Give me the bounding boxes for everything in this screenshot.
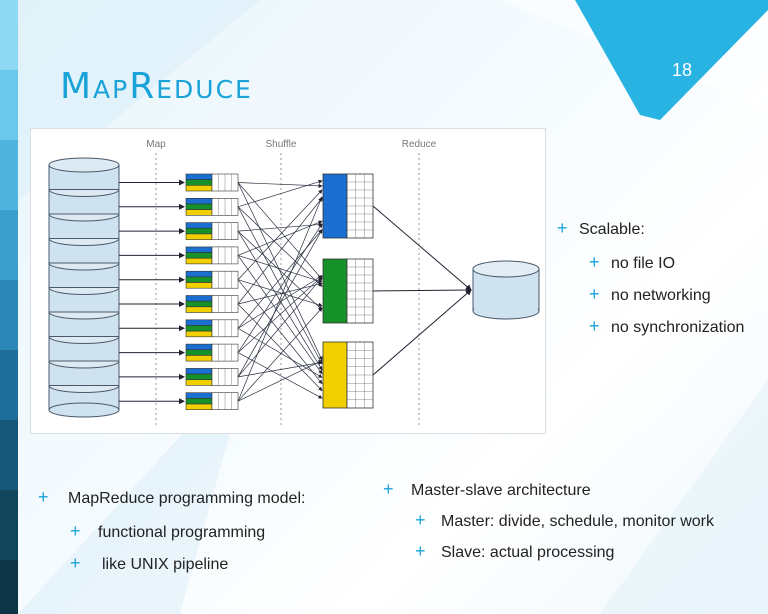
mapper-green bbox=[186, 374, 212, 380]
mapper-green bbox=[186, 350, 212, 356]
disk-bottom bbox=[49, 403, 119, 417]
disk-top bbox=[49, 158, 119, 172]
mapper-green bbox=[186, 398, 212, 404]
shuffle-arrow bbox=[238, 277, 322, 377]
shuffle-arrow bbox=[238, 221, 322, 255]
mapper-green bbox=[186, 325, 212, 331]
mapper-yellow bbox=[186, 307, 212, 313]
bullet-architecture: +Master-slave architecture bbox=[383, 479, 591, 500]
plus-icon: + bbox=[38, 487, 68, 508]
mapper-green bbox=[186, 253, 212, 259]
mapper-yellow bbox=[186, 210, 212, 216]
output-arrow bbox=[373, 290, 471, 291]
mapper-blue bbox=[186, 271, 212, 277]
bullet-scalable: +Scalable: bbox=[557, 218, 645, 239]
mapper-green bbox=[186, 301, 212, 307]
mapper-blue bbox=[186, 174, 212, 180]
shuffle-arrow bbox=[238, 280, 322, 384]
plus-icon: + bbox=[415, 541, 441, 562]
shuffle-arrow bbox=[238, 304, 322, 391]
mapper-blue bbox=[186, 393, 212, 399]
shuffle-arrow bbox=[238, 207, 322, 287]
plus-icon: + bbox=[589, 252, 611, 273]
shuffle-arrow bbox=[238, 183, 322, 187]
shuffle-arrow bbox=[238, 255, 322, 282]
mapper-blue bbox=[186, 344, 212, 350]
mapper-yellow bbox=[186, 258, 212, 264]
mapper-yellow bbox=[186, 331, 212, 337]
bullet-scalable-label: Scalable: bbox=[579, 221, 645, 238]
plus-icon: + bbox=[383, 479, 411, 500]
reducer-block bbox=[323, 174, 347, 238]
plus-icon: + bbox=[589, 284, 611, 305]
reducer-block bbox=[323, 342, 347, 408]
phase-label-shuffle: Shuffle bbox=[266, 139, 297, 150]
phase-label-map: Map bbox=[146, 139, 166, 150]
shuffle-arrow bbox=[238, 230, 322, 329]
mapper-blue bbox=[186, 198, 212, 204]
mapper-blue bbox=[186, 223, 212, 229]
reducer-block bbox=[323, 259, 347, 323]
mapreduce-diagram: Map Shuffle Reduce bbox=[31, 129, 545, 433]
shuffle-arrow bbox=[238, 353, 322, 399]
mapper-blue bbox=[186, 368, 212, 374]
mapper-yellow bbox=[186, 404, 212, 410]
shuffle-arrow bbox=[238, 361, 322, 402]
bullet-scalable-item: +no networking bbox=[589, 284, 711, 305]
page-number: 18 bbox=[672, 60, 692, 81]
output-db-top bbox=[473, 261, 539, 277]
mapper-green bbox=[186, 277, 212, 283]
mapper-green bbox=[186, 180, 212, 186]
plus-icon: + bbox=[70, 553, 102, 574]
plus-icon: + bbox=[557, 218, 579, 239]
bullet-programming-model: +MapReduce programming model: bbox=[38, 487, 305, 508]
shuffle-arrow bbox=[238, 181, 322, 207]
phase-label-reduce: Reduce bbox=[402, 139, 437, 150]
bullet-programming-model-item: +like UNIX pipeline bbox=[70, 553, 228, 574]
mapper-green bbox=[186, 228, 212, 234]
plus-icon: + bbox=[589, 316, 611, 337]
plus-icon: + bbox=[70, 521, 98, 542]
mapper-blue bbox=[186, 247, 212, 253]
mapper-yellow bbox=[186, 283, 212, 289]
mapreduce-diagram-frame: Map Shuffle Reduce bbox=[30, 128, 546, 434]
bullet-architecture-item: +Slave: actual processing bbox=[415, 541, 614, 562]
output-arrow bbox=[373, 290, 471, 375]
bullet-architecture-item: +Master: divide, schedule, monitor work bbox=[415, 510, 714, 531]
mapper-blue bbox=[186, 296, 212, 302]
output-arrow bbox=[373, 206, 471, 290]
mapper-green bbox=[186, 204, 212, 210]
bullet-programming-model-item: +functional programming bbox=[70, 521, 265, 542]
mapper-yellow bbox=[186, 380, 212, 386]
mapper-yellow bbox=[186, 185, 212, 191]
mapper-yellow bbox=[186, 234, 212, 240]
mapper-yellow bbox=[186, 355, 212, 361]
mapper-blue bbox=[186, 320, 212, 326]
shuffle-arrow bbox=[238, 190, 322, 280]
bullet-scalable-item: +no file IO bbox=[589, 252, 675, 273]
bullet-scalable-item: +no synchronization bbox=[589, 316, 744, 337]
plus-icon: + bbox=[415, 510, 441, 531]
slide-title: MapReduce bbox=[60, 66, 253, 107]
